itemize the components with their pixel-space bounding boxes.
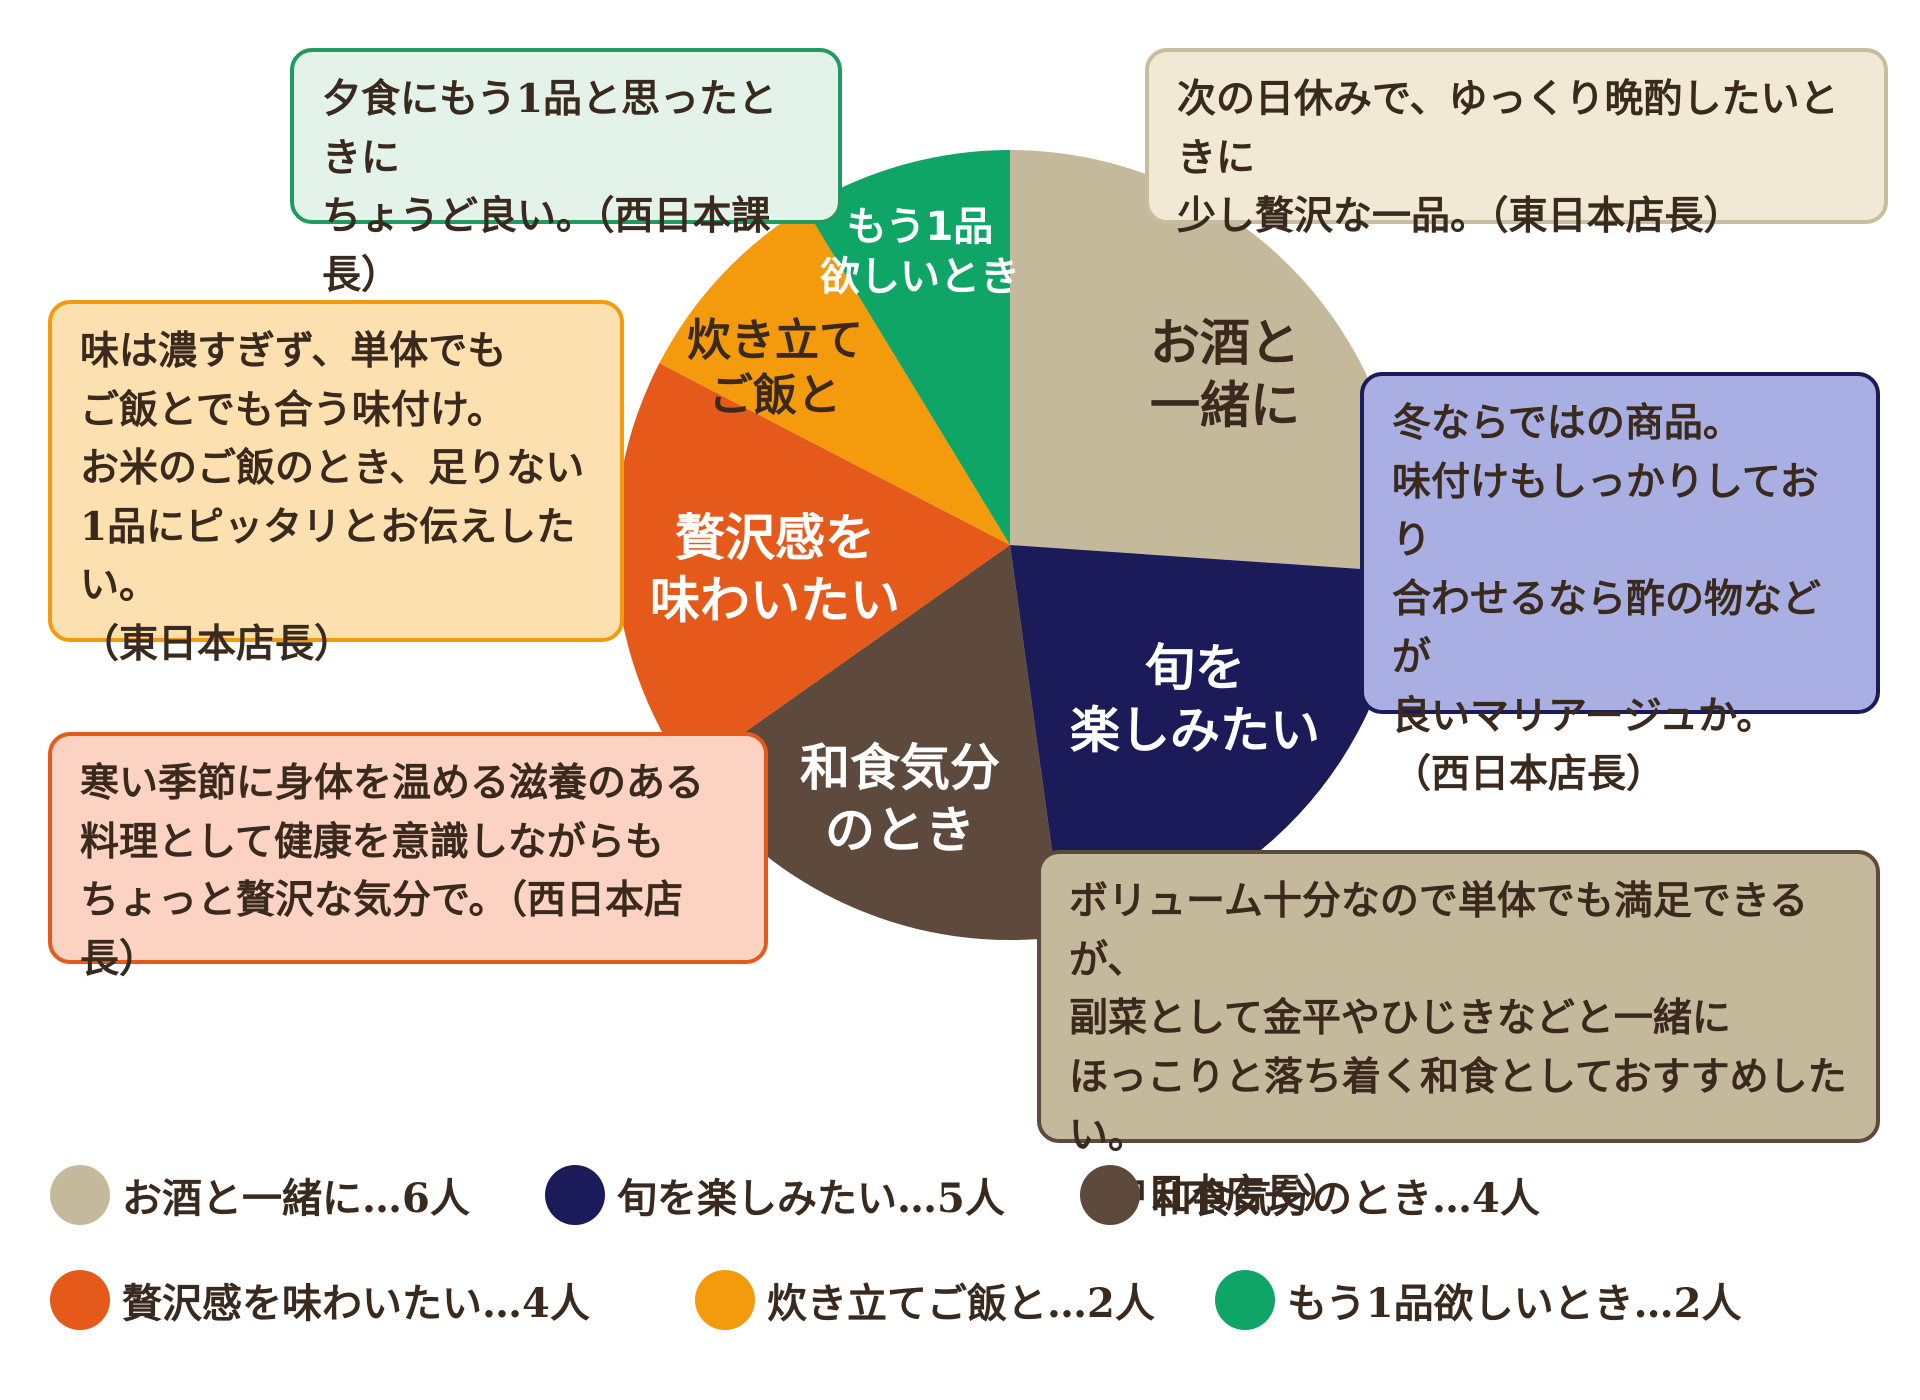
- legend-label: 炊き立てご飯と…2人: [767, 1280, 1155, 1327]
- pie-slice: [1010, 545, 1405, 937]
- comment-line: 良いマリアージュか。: [1392, 692, 1776, 739]
- comment-line: 少し贅沢な一品。（東日本店長）: [1177, 193, 1743, 239]
- legend-item: お酒と一緒に…6人: [50, 1165, 470, 1225]
- comment-line: （東日本店長）: [80, 620, 354, 667]
- comment-box-shun: 冬ならではの商品。味付けもしっかりしており合わせるなら酢の物などが良いマリアージ…: [1360, 372, 1880, 797]
- pie-slice-label: もう1品: [847, 204, 994, 250]
- legend-swatch: [1215, 1270, 1275, 1330]
- comment-line: 次の日休みで、ゆっくり晩酌したいときに: [1177, 76, 1839, 181]
- comment-line: ボリューム十分なので単体でも満足できるが、: [1069, 878, 1809, 983]
- legend-label: もう1品欲しいとき…2人: [1287, 1280, 1742, 1327]
- legend-item: 炊き立てご飯と…2人: [695, 1270, 1155, 1330]
- comment-line: ちょっと贅沢な気分で。（西日本店長）: [80, 877, 683, 982]
- pie-slice-label: 和食気分: [800, 739, 1000, 797]
- pie-slice: [804, 150, 1010, 545]
- comment-box-osake: 次の日休みで、ゆっくり晩酌したいときに少し贅沢な一品。（東日本店長）: [1145, 48, 1888, 239]
- pie-slice: [614, 363, 1010, 773]
- legend-label: お酒と一緒に…6人: [122, 1175, 470, 1222]
- pie-slice: [687, 545, 1064, 940]
- pie-slice-label: 欲しいとき: [819, 254, 1020, 300]
- legend-swatch: [695, 1270, 755, 1330]
- comment-line: ほっこりと落ち着く和食としておすすめしたい。: [1069, 1053, 1847, 1159]
- pie-slice-label: 楽しみたい: [1070, 702, 1320, 760]
- comment-box-zeitaku: 寒い季節に身体を温める滋養のある料理として健康を意識しながらもちょっと贅沢な気分…: [48, 732, 768, 982]
- pie-slice-label: 贅沢感を: [675, 509, 875, 567]
- legend-item: もう1品欲しいとき…2人: [1215, 1270, 1741, 1330]
- comment-line: 副菜として金平やひじきなどと一緒に: [1069, 995, 1731, 1041]
- comment-box-takitate: 味は濃すぎず、単体でもご飯とでも合う味付け。お米のご飯のとき、足りない 1品にピッ…: [48, 300, 624, 667]
- comment-line: ちょうど良い。（西日本課長）: [322, 193, 771, 298]
- legend-label: 和食気分のとき…4人: [1152, 1175, 1540, 1222]
- comment-line: ご飯とでも合う味付け。: [80, 386, 506, 433]
- pie-slice-label: 一緒に: [1150, 377, 1300, 435]
- pie-slice-label: のとき: [825, 802, 975, 860]
- legend-swatch: [1080, 1165, 1140, 1225]
- comment-line: 夕食にもう1品と思ったときに: [322, 76, 777, 181]
- legend-swatch: [50, 1165, 110, 1225]
- pie-slice-label: ご飯と: [709, 370, 841, 421]
- legend-swatch: [545, 1165, 605, 1225]
- comment-line: （西日本店長）: [1392, 751, 1666, 797]
- pie-slice: [1010, 150, 1406, 572]
- pie-slice-label: 旬を: [1145, 639, 1245, 697]
- comment-line: 寒い季節に身体を温める滋養のある: [80, 760, 705, 806]
- legend-item: 和食気分のとき…4人: [1080, 1165, 1540, 1225]
- pie-slice-label: お酒と: [1150, 314, 1300, 372]
- legend-item: 贅沢感を味わいたい…4人: [50, 1270, 590, 1330]
- comment-line: 冬ならではの商品。: [1392, 400, 1742, 446]
- comment-line: 合わせるなら酢の物などが: [1392, 575, 1822, 681]
- comment-line: 味付けもしっかりしており: [1392, 458, 1819, 564]
- legend-swatch: [50, 1270, 110, 1330]
- pie-slice-label: 味わいたい: [650, 572, 900, 630]
- comment-box-washoku: ボリューム十分なので単体でも満足できるが、副菜として金平やひじきなどと一緒にほっ…: [1037, 850, 1880, 1217]
- legend-item: 旬を楽しみたい…5人: [545, 1165, 1005, 1225]
- pie-slice-label: 炊き立て: [687, 315, 863, 366]
- legend-label: 贅沢感を味わいたい…4人: [122, 1280, 590, 1327]
- comment-line: お米のご飯のとき、足りない: [80, 445, 585, 491]
- comment-line: 料理として健康を意識しながらも: [80, 818, 664, 865]
- comment-box-mou-ippin: 夕食にもう1品と思ったときにちょうど良い。（西日本課長）: [290, 48, 842, 298]
- comment-line: 味は濃すぎず、単体でも: [80, 328, 507, 374]
- pie-slice: [659, 207, 1010, 545]
- comment-line: 1品にピッタリとお伝えしたい。: [80, 503, 576, 609]
- legend-label: 旬を楽しみたい…5人: [617, 1175, 1005, 1222]
